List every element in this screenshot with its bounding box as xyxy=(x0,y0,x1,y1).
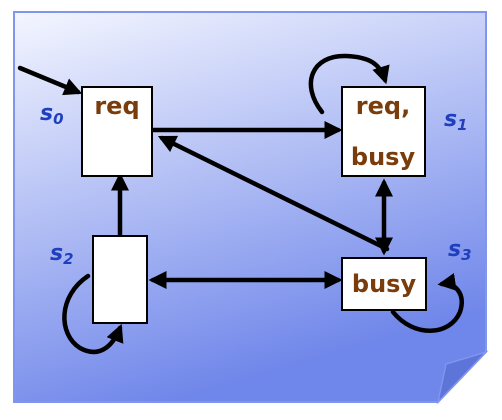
state-id-s2: s2 xyxy=(50,241,74,268)
state-s1-box xyxy=(341,86,426,177)
state-s0: req xyxy=(81,86,153,177)
state-id-s3-letter: s xyxy=(448,237,461,262)
self-loop-s2 xyxy=(62,273,124,355)
state-id-s2-subscript: 2 xyxy=(63,250,73,268)
state-id-s3-subscript: 3 xyxy=(461,246,471,264)
state-id-s3: s3 xyxy=(448,237,472,264)
state-s0-label: req xyxy=(94,92,139,120)
state-s2 xyxy=(92,235,148,324)
state-id-s0: s0 xyxy=(40,101,64,128)
state-s1-label-line2: busy xyxy=(351,143,416,171)
initial-transition-arrow xyxy=(17,65,83,96)
state-id-s2-letter: s xyxy=(50,241,63,266)
state-s3: busy xyxy=(341,257,427,311)
state-s1-label-line1: req, xyxy=(356,92,410,120)
state-s2-box xyxy=(92,235,148,324)
diagram-panel xyxy=(13,11,487,403)
transition-s3-to-s0 xyxy=(157,135,390,252)
state-s1: req, busy xyxy=(341,86,426,177)
state-id-s1: s1 xyxy=(444,107,468,134)
transitions xyxy=(17,53,464,355)
state-id-s1-letter: s xyxy=(444,107,457,132)
state-id-s0-letter: s xyxy=(40,101,53,126)
state-s3-box xyxy=(341,257,427,311)
state-s0-box xyxy=(81,86,153,177)
state-id-s0-subscript: 0 xyxy=(53,110,63,128)
self-loop-s3 xyxy=(390,273,464,333)
self-loop-s1 xyxy=(308,53,390,115)
state-id-s1-subscript: 1 xyxy=(457,116,467,134)
state-s3-label: busy xyxy=(352,270,417,298)
page-fold-corner xyxy=(436,350,489,405)
